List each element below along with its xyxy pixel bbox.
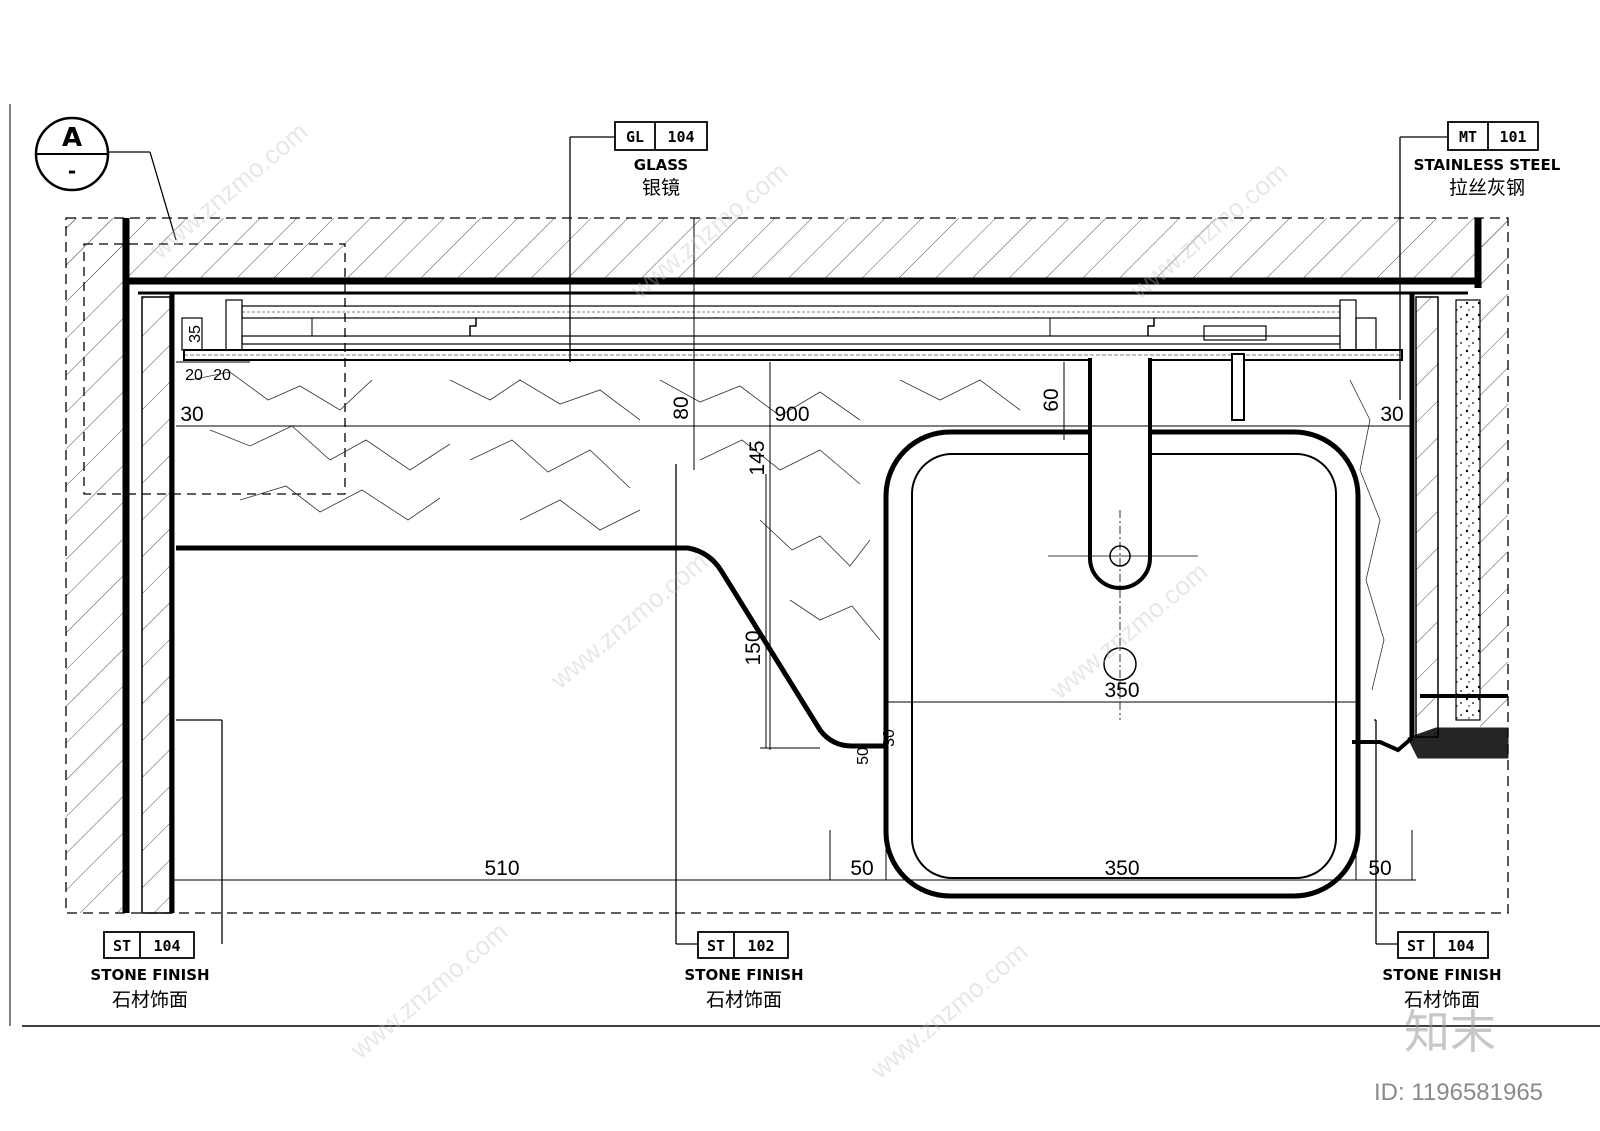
section-marker: A - [34,116,110,192]
dim-350-bottom: 350 [1104,857,1139,880]
watermark-image-id: ID: 1196581965 [1374,1079,1543,1106]
tag-steel: MT 101 STAINLESS STEEL 拉丝灰钢 [1414,121,1561,199]
tag-glass-name-en: GLASS [634,156,688,174]
tag-glass-code: GL [626,128,644,146]
tag-glass-number: 104 [667,128,694,146]
tag-stone-mid-code: ST [707,937,725,955]
tag-stone-mid-name-en: STONE FINISH [684,966,803,984]
tag-stone-right-code: ST [1407,937,1425,955]
dim-145: 145 [746,440,769,475]
tag-stone-left-code: ST [113,937,131,955]
tag-stone-mid-name-cn: 石材饰面 [706,989,782,1011]
dim-30-right: 30 [1380,403,1403,426]
section-marker-sheet: - [68,159,76,183]
watermark-site-7: www.znzmo.com [864,936,1033,1085]
tag-stone-mid-number: 102 [747,937,774,955]
tag-glass: GL 104 GLASS 银镜 [614,121,708,199]
dimension-lines [170,218,1416,881]
section-marker-letter: A [62,123,82,153]
tag-stone-left-name-en: STONE FINISH [90,966,209,984]
tag-stone-left-name-cn: 石材饰面 [112,989,188,1011]
watermark-brand: 知末 [1404,1005,1496,1059]
tag-steel-name-en: STAINLESS STEEL [1414,156,1561,174]
tag-stone-right: ST 104 STONE FINISH 石材饰面 [1382,931,1502,1011]
marble-veining [189,371,1385,691]
tag-stone-right-name-cn: 石材饰面 [1404,989,1480,1011]
sheet-frame [9,104,1600,1027]
tag-steel-number: 101 [1499,128,1526,146]
tag-steel-name-cn: 拉丝灰钢 [1449,177,1525,199]
tag-stone-right-number: 104 [1447,937,1474,955]
dim-80: 80 [670,396,693,419]
counter-structure [122,218,1509,914]
dim-50-small: 50 [855,747,872,765]
dim-20-a: 20 [185,367,203,384]
dimension-labels: 35 20 20 30 30 80 900 60 145 150 50 30 3… [180,325,1403,880]
tag-stone-left: ST 104 STONE FINISH 石材饰面 [90,931,210,1011]
dim-20-b: 20 [213,367,231,384]
watermark-site-6: www.znzmo.com [344,916,513,1065]
wall-hatch [65,217,1509,914]
dim-30-left: 30 [180,403,203,426]
leader-lines [96,136,1448,945]
tag-steel-code: MT [1459,128,1477,146]
mirror-assembly [181,299,1403,361]
tag-stone-left-number: 104 [153,937,180,955]
dim-60: 60 [1040,388,1063,411]
dim-900: 900 [774,403,809,426]
tag-stone-right-name-en: STONE FINISH [1382,966,1501,984]
watermark-site-4: www.znzmo.com [544,546,713,695]
dim-30-small: 30 [881,729,898,747]
dim-35: 35 [187,325,204,343]
faucet [1048,353,1245,720]
counter-cutout-edge [176,545,884,749]
dim-350-top: 350 [1104,679,1139,702]
dim-50-right: 50 [1368,857,1391,880]
dim-50-left: 50 [850,857,873,880]
tag-glass-name-cn: 银镜 [642,177,680,199]
tag-stone-mid: ST 102 STONE FINISH 石材饰面 [684,931,804,1011]
dim-150: 150 [742,630,765,665]
dim-510: 510 [484,857,519,880]
